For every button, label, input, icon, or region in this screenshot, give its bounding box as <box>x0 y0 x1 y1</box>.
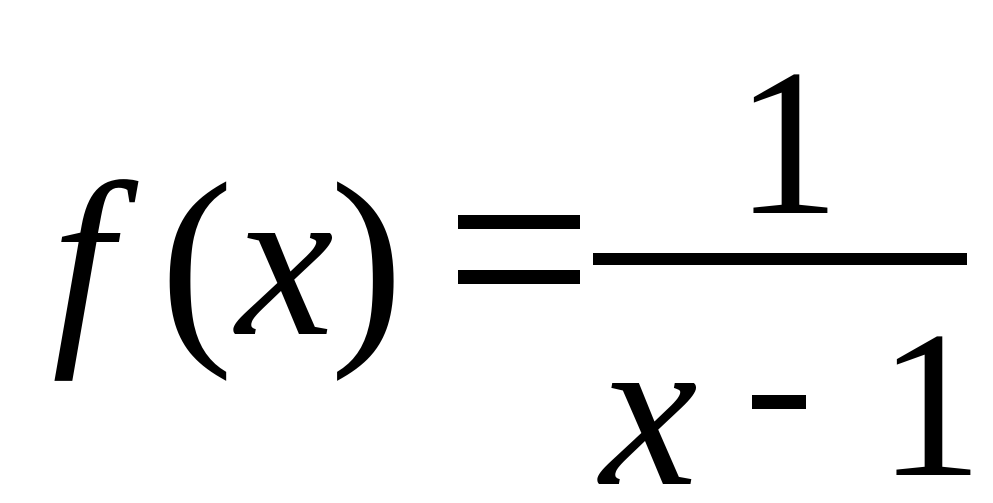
function-variable: x <box>236 138 334 382</box>
equals-sign-bottom-bar <box>458 270 580 284</box>
numerator: 1 <box>735 27 840 259</box>
denominator-variable: x <box>600 288 698 503</box>
minus-sign <box>752 395 806 409</box>
fraction-bar <box>593 253 967 265</box>
equals-sign-top-bar <box>458 215 580 229</box>
function-name: f <box>52 138 114 382</box>
denominator-constant: 1 <box>878 289 983 503</box>
close-paren: ) <box>330 138 404 382</box>
open-paren: ( <box>160 138 234 382</box>
